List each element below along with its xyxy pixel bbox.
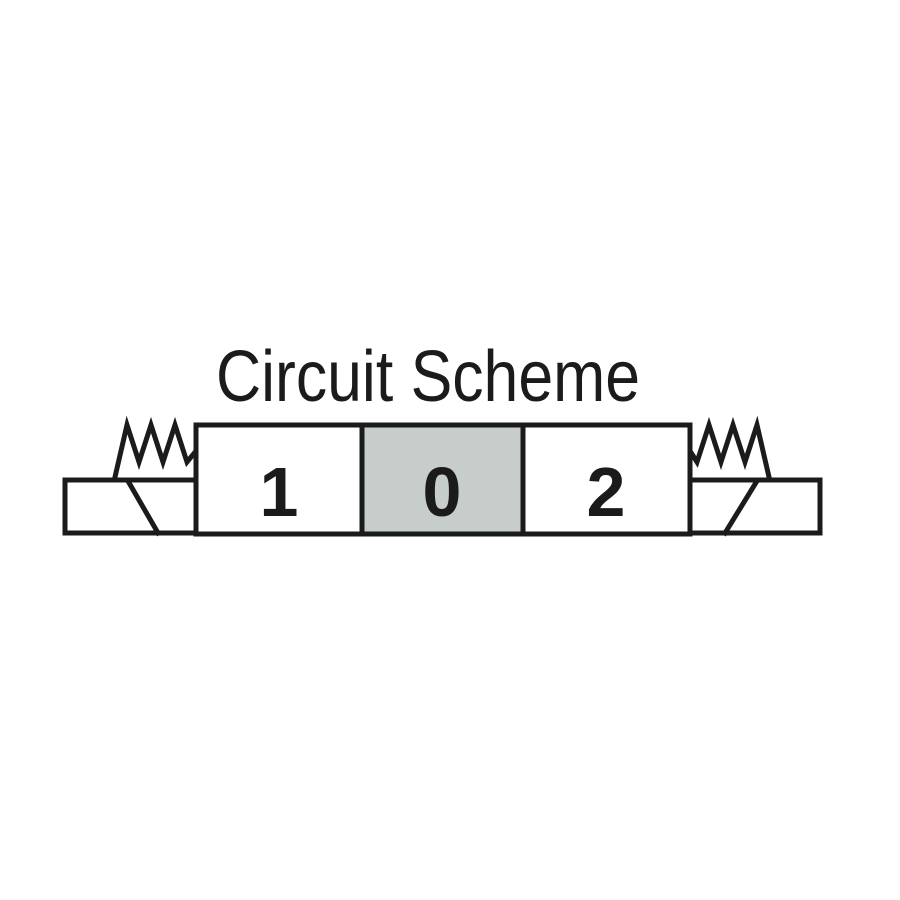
valve-position-2-label: 2 [587, 453, 626, 531]
valve-position-1-label: 1 [260, 453, 299, 531]
valve-position-1-box [193, 422, 365, 537]
right-solenoid-icon [687, 477, 823, 537]
right-spring-icon [686, 415, 772, 480]
valve-position-1: 1 [193, 422, 365, 537]
left-solenoid-icon [62, 477, 199, 537]
left-solenoid-diagonal [124, 477, 162, 537]
diagram-title: Circuit Scheme [216, 337, 640, 417]
left-spring-icon [112, 415, 200, 480]
right-solenoid-diagonal [721, 477, 761, 537]
valve-position-0-label: 0 [423, 453, 462, 531]
valve-position-2-box [520, 422, 693, 537]
valve-position-2: 2 [520, 422, 693, 537]
valve-position-0: 0 [359, 422, 526, 537]
valve-position-0-box [359, 422, 526, 537]
